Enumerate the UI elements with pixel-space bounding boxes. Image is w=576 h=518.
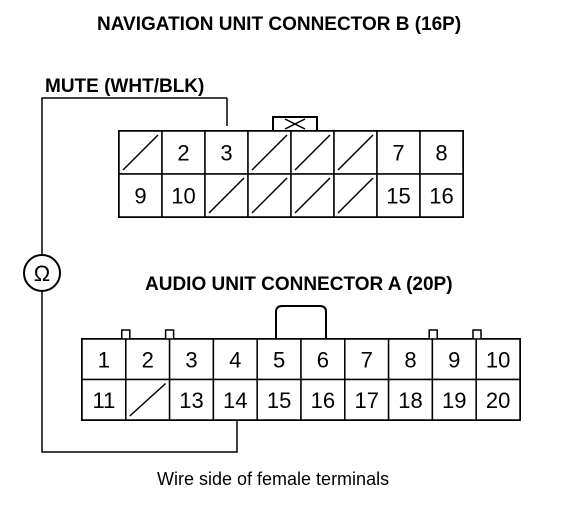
nav-terminal-3	[204, 130, 249, 175]
audio-terminal-label: 16	[311, 388, 335, 413]
audio-terminal-label: 9	[448, 347, 460, 372]
audio-terminal-label: 17	[354, 388, 378, 413]
nav-terminal-label: 8	[435, 141, 447, 166]
audio-terminal-10	[475, 338, 521, 381]
audio-terminal-label: 13	[179, 388, 203, 413]
audio-terminal-label: 10	[486, 347, 510, 372]
audio-terminal-20	[475, 378, 521, 421]
audio-connector-a: 1 2 3 4 5 6 7 8 9 10 11 13 14 15 16 17 18 19 20	[81, 305, 521, 421]
nav-cavity-slash	[251, 177, 288, 214]
probe-wire-lower	[41, 291, 238, 453]
audio-terminal-13	[168, 378, 215, 421]
audio-terminal-label: 6	[317, 347, 329, 372]
audio-terminal-15	[256, 378, 302, 421]
nav-cavity-slash	[251, 134, 288, 171]
audio-terminal-label: 3	[185, 347, 197, 372]
nav-terminal-label: 2	[177, 141, 189, 166]
audio-connector-latch	[275, 305, 327, 341]
audio-terminal-5	[256, 338, 302, 381]
audio-terminal-label: 20	[486, 388, 510, 413]
footer-caption: Wire side of female terminals	[157, 469, 389, 489]
nav-cavity-slash	[294, 177, 331, 214]
nav-terminal-label: 15	[386, 184, 410, 209]
nav-terminal-16	[419, 173, 464, 218]
audio-terminal-label: 4	[229, 347, 241, 372]
nav-cavity-slash	[294, 134, 331, 171]
audio-cavity-slash	[129, 382, 167, 417]
audio-terminal-18	[387, 378, 434, 421]
nav-cavity-slash	[208, 177, 245, 214]
nav-connector-b: 2 3 7 8 9 10 15 16	[118, 116, 464, 218]
nav-terminal-label: 9	[134, 184, 146, 209]
audio-terminal-1	[81, 338, 127, 381]
nav-terminal-label: 7	[392, 141, 404, 166]
audio-terminal-4	[212, 338, 258, 381]
audio-terminal-label: 11	[92, 388, 115, 413]
audio-terminal-label: 14	[223, 388, 247, 413]
audio-terminal-label: 7	[361, 347, 373, 372]
audio-terminal-label: 1	[98, 347, 110, 372]
nav-terminal-10	[161, 173, 206, 218]
nav-connector-title: NAVIGATION UNIT CONNECTOR B (16P)	[97, 14, 461, 35]
probe-wire-upper	[41, 97, 227, 255]
audio-terminal-label: 18	[398, 388, 422, 413]
audio-terminal-label: 2	[142, 347, 154, 372]
nav-terminal-label: 16	[429, 184, 453, 209]
nav-terminal-label: 10	[171, 184, 195, 209]
audio-terminal-label: 15	[267, 388, 291, 413]
audio-terminal-label: 19	[442, 388, 466, 413]
ohm-symbol: Ω	[34, 261, 50, 286]
audio-connector-title: AUDIO UNIT CONNECTOR A (20P)	[145, 274, 453, 295]
nav-cavity-slash	[122, 134, 159, 171]
ohmmeter-icon: Ω	[23, 254, 61, 292]
nav-cavity-slash	[337, 177, 374, 214]
nav-terminal-label: 3	[220, 141, 232, 166]
nav-cavity-slash	[337, 134, 374, 171]
audio-terminal-label: 5	[273, 347, 285, 372]
audio-terminal-label: 8	[404, 347, 416, 372]
mute-wire-label: MUTE (WHT/BLK)	[45, 76, 204, 97]
audio-terminal-19	[431, 378, 477, 421]
